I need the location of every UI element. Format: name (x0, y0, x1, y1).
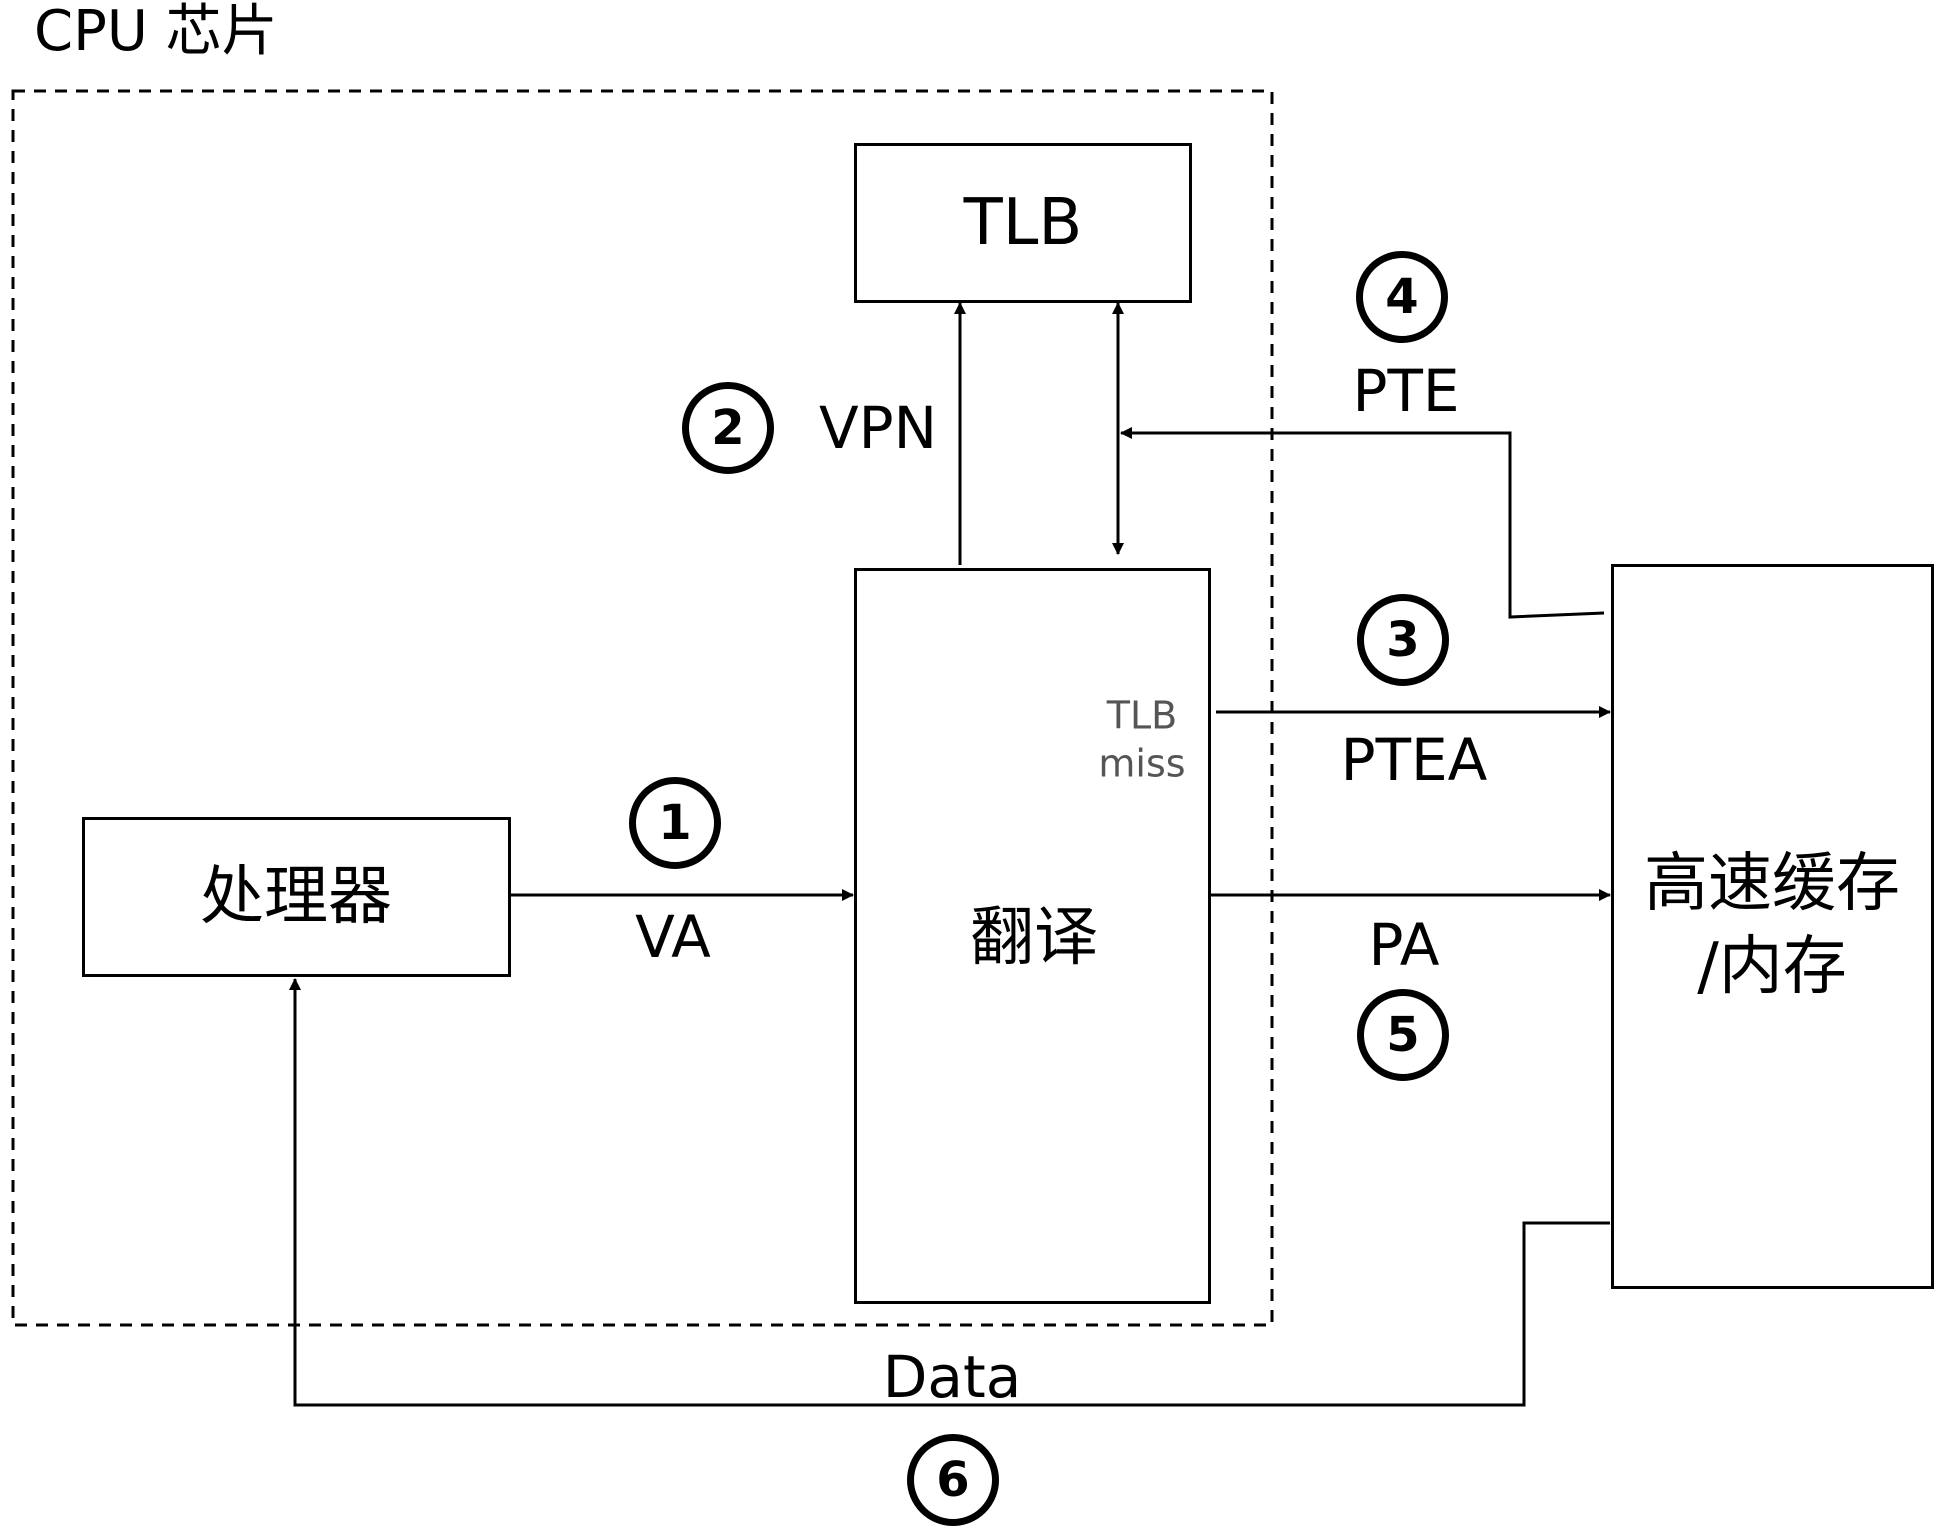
tlb-miss-line2: miss (1098, 741, 1186, 785)
cache-label-line2: /内存 (1697, 930, 1847, 1004)
step-5-badge: 5 (1357, 989, 1449, 1081)
data-label: Data (882, 1343, 1022, 1411)
processor-label: 处理器 (200, 860, 392, 934)
ptea-label: PTEA (1340, 726, 1488, 794)
cache-memory-label: 高速缓存 /内存 (1644, 843, 1900, 1009)
tlb-miss-note: TLB miss (1098, 693, 1185, 788)
step-6-badge: 6 (907, 1434, 999, 1526)
cpu-chip-title: CPU 芯片 (34, 0, 278, 64)
pa-label: PA (1368, 911, 1440, 979)
translate-box (854, 568, 1211, 1304)
va-label: VA (635, 903, 711, 971)
step-2-badge: 2 (682, 382, 774, 474)
step-4-badge: 4 (1356, 251, 1448, 343)
translate-label: 翻译 (970, 901, 1098, 975)
cache-memory-box (1611, 564, 1934, 1289)
tlb-box (854, 143, 1192, 303)
processor-box (82, 817, 511, 977)
tlb-label: TLB (963, 186, 1083, 260)
vpn-label: VPN (818, 394, 938, 462)
pte-path (1120, 427, 1605, 619)
cache-label-line1: 高速缓存 (1644, 846, 1900, 921)
cpu-chip-boundary (11, 89, 1274, 1327)
tlb-miss-line1: TLB (1106, 693, 1178, 738)
data-path (289, 978, 1610, 1407)
step-1-badge: 1 (629, 777, 721, 869)
step-3-badge: 3 (1357, 594, 1449, 686)
pte-label: PTE (1352, 357, 1460, 425)
